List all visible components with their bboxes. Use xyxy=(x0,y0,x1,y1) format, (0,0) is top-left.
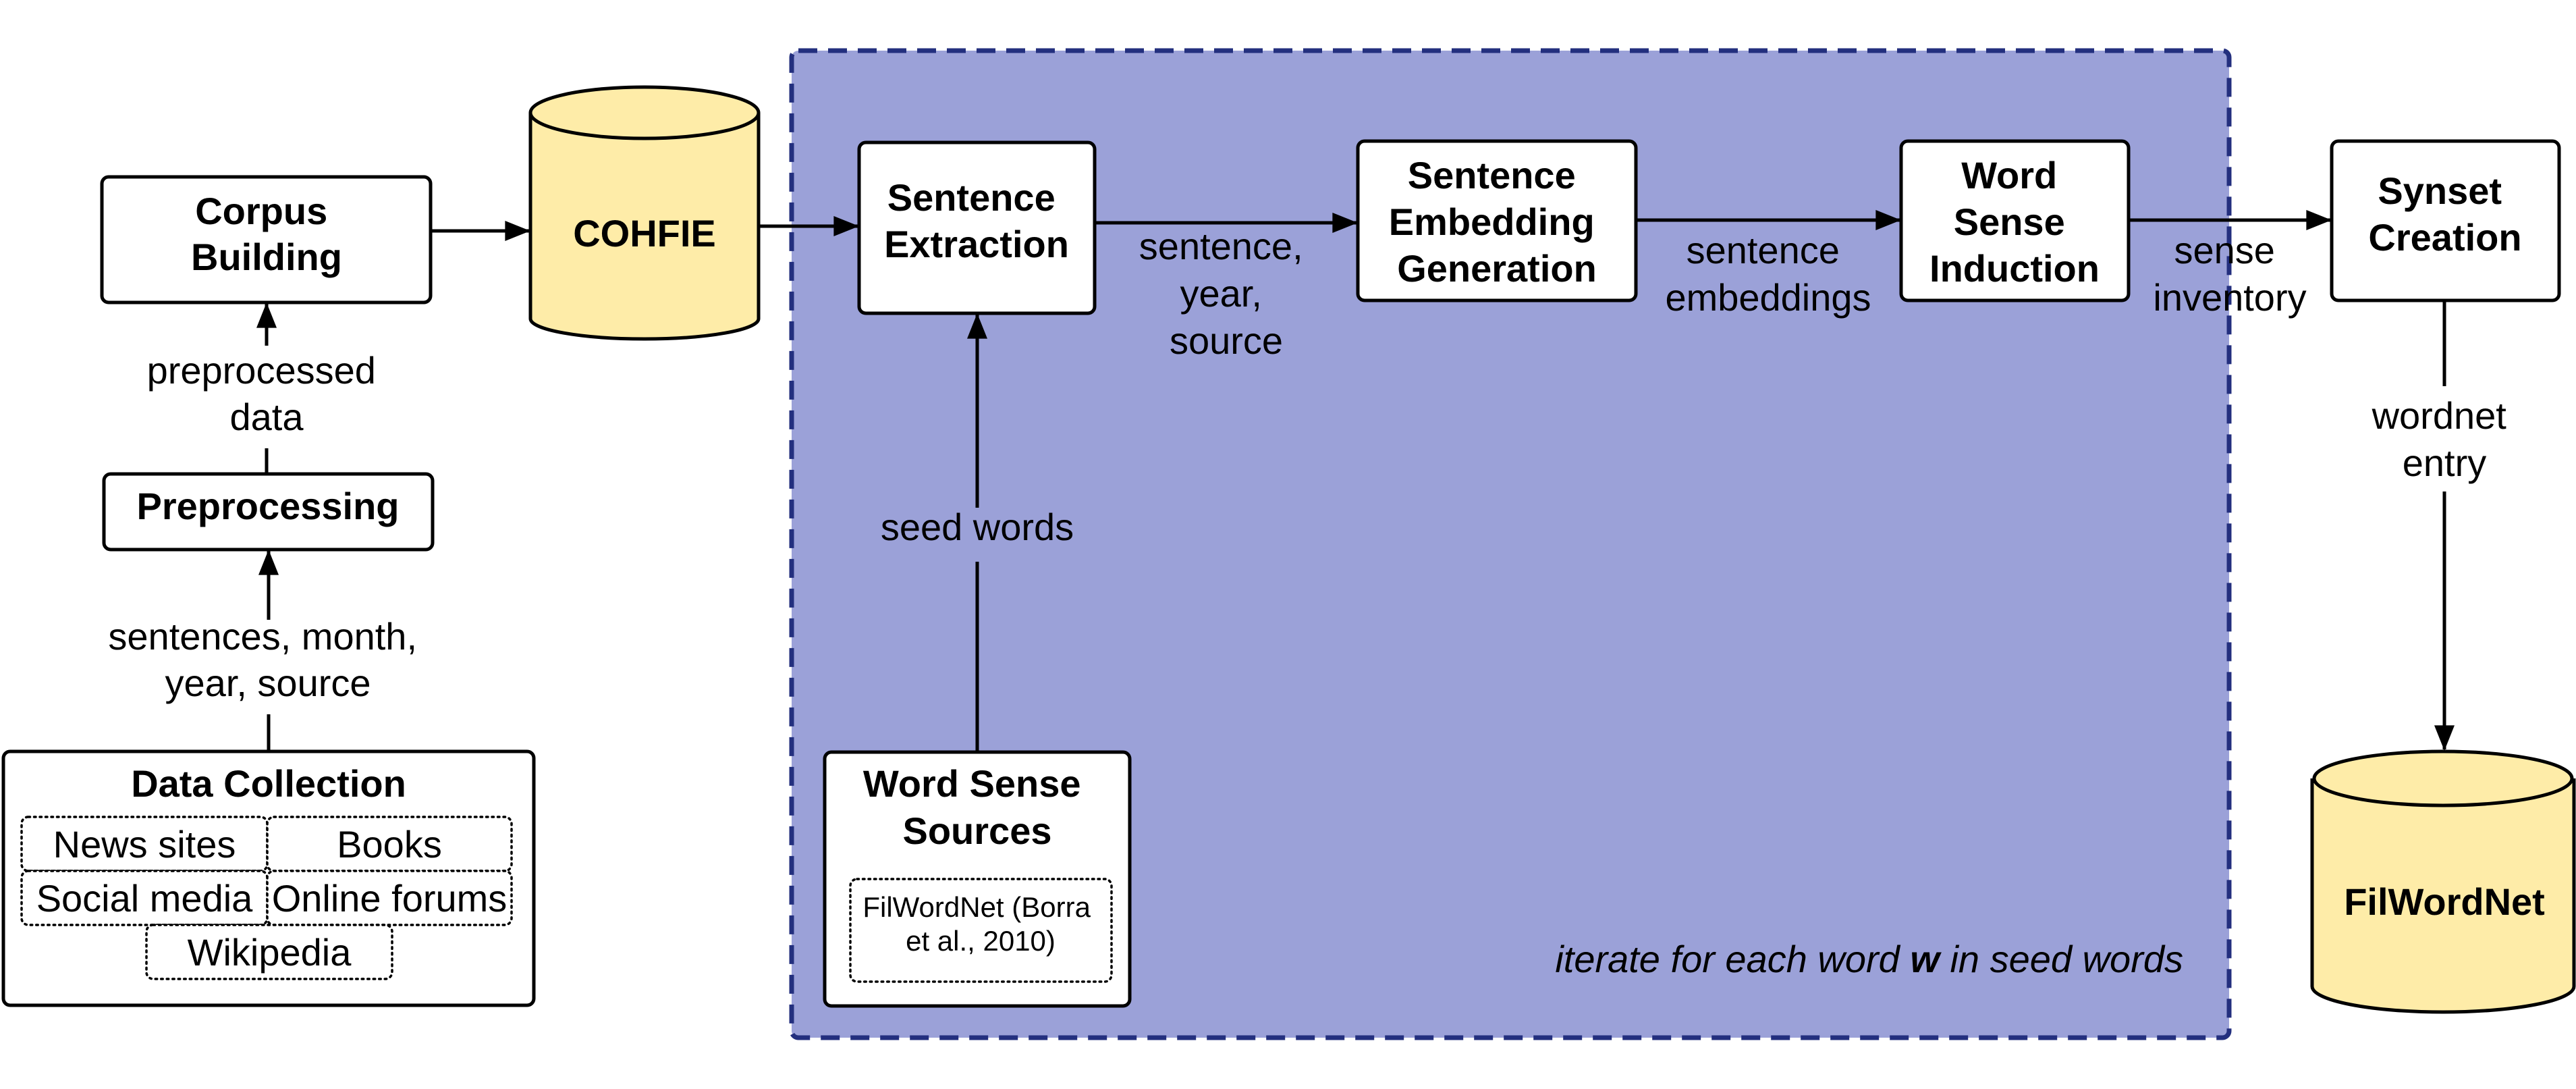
word-sense-sources-node: Word Sense Sources FilWordNet (Borra et … xyxy=(823,750,1132,1008)
source-social-media: Social media xyxy=(20,870,269,926)
preprocessing-node: Preprocessing xyxy=(102,472,435,552)
source-news-sites: News sites xyxy=(20,816,269,872)
svg-text:Corpus Building: Corpus Building xyxy=(191,190,342,278)
sentence-embedding-generation-node: Sentence Embedding Generation xyxy=(1356,139,1638,302)
loop-note: iterate for each word w in seed words xyxy=(1555,938,2183,980)
sentence-embedding-generation-label-1: Sentence xyxy=(1408,154,1576,196)
sentence-embedding-generation-label-3: Generation xyxy=(1397,247,1597,290)
iteration-loop-region xyxy=(789,48,2232,1040)
edge-label-sentence-embeddings: sentence embeddings xyxy=(1665,229,1871,319)
preprocessing-label: Preprocessing xyxy=(136,485,399,527)
svg-text:Word Sense Inducti: Word Sense Induction xyxy=(1929,154,2100,290)
svg-text:News sites: News sites xyxy=(53,823,236,866)
sentence-extraction-node: Sentence Extraction xyxy=(857,140,1097,315)
sentence-extraction-label-2: Extraction xyxy=(884,223,1069,265)
edge-label-seed-words: seed words xyxy=(881,506,1074,548)
word-sense-sources-title-1: Word Sense xyxy=(863,762,1081,805)
corpus-building-node: Corpus Building xyxy=(100,175,433,304)
sentence-extraction-label-1: Sentence xyxy=(887,176,1056,219)
synset-creation-node: Synset Creation xyxy=(2330,139,2561,302)
source-online-forums: Online forums xyxy=(266,870,513,926)
synset-creation-label-1: Synset xyxy=(2378,169,2502,212)
word-sense-induction-label-1: Word xyxy=(1961,154,2057,196)
source-wikipedia: Wikipedia xyxy=(145,924,393,980)
filwordnet-label: FilWordNet xyxy=(2344,880,2545,923)
data-collection-title: Data Collection xyxy=(131,762,406,805)
svg-text:Social media: Social media xyxy=(36,877,253,920)
sentence-embedding-generation-label-2: Embedding xyxy=(1389,201,1595,243)
word-sense-sources-title-2: Sources xyxy=(903,809,1052,852)
synset-creation-label-2: Creation xyxy=(2368,216,2521,259)
svg-text:Sentence Embedding: Sentence Embedding Generation xyxy=(1389,154,1605,290)
corpus-building-label-2: Building xyxy=(191,236,342,278)
source-filwordnet-borra: FilWordNet (Borra et al., 2010) xyxy=(849,878,1113,983)
source-books: Books xyxy=(266,816,513,872)
edge-label-sentences-month-year-source: sentences, month, year, source xyxy=(108,615,427,704)
svg-text:Synset Creation: Synset Creation xyxy=(2368,169,2521,259)
word-sense-induction-node: Word Sense Induction xyxy=(1899,139,2131,302)
cohfie-label: COHFIE xyxy=(573,212,716,255)
svg-text:Wikipedia: Wikipedia xyxy=(188,931,352,974)
svg-text:Books: Books xyxy=(337,823,442,866)
corpus-building-label-1: Corpus xyxy=(195,190,327,232)
word-sense-induction-label-3: Induction xyxy=(1929,247,2100,290)
edge-label-wordnet-entry: wordnet entry xyxy=(2372,394,2517,484)
svg-text:Sentence Extraction: Sentence Extraction xyxy=(884,176,1069,265)
svg-text:Word Sense Sources: Word Sense Sources xyxy=(863,762,1091,852)
word-sense-induction-label-2: Sense xyxy=(1954,201,2065,243)
svg-text:FilWordNet (Borra et a: FilWordNet (Borra et al., 2010) xyxy=(862,891,1098,957)
edge-label-preprocessed-data: preprocessed data xyxy=(147,349,387,438)
edge-label-sense-inventory: sense inventory xyxy=(2153,229,2306,319)
svg-text:Online forums: Online forums xyxy=(272,877,508,920)
filwordnet-database: FilWordNet xyxy=(2310,749,2576,1014)
cohfie-database: COHFIE xyxy=(528,85,761,341)
edge-label-sentence-year-source: sentence, year, source xyxy=(1139,225,1313,362)
data-collection-node: Data Collection News sites Books Social … xyxy=(1,749,536,1007)
